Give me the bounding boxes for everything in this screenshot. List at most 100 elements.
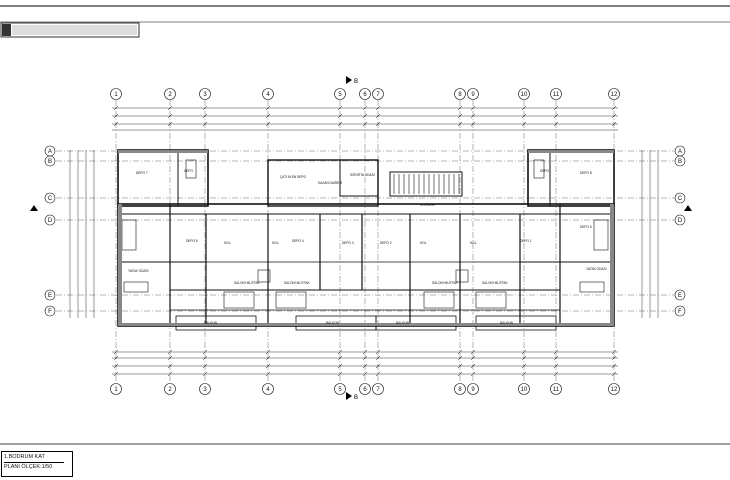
grid-bubble-row [674, 289, 686, 301]
dimension-tick [470, 113, 476, 119]
room-label-hol4: HOL [470, 241, 477, 245]
grid-bubble-col [608, 383, 620, 395]
dimension-tick [521, 113, 527, 119]
room-label-yatak1: YATAK ODASI [128, 269, 149, 273]
dimension-tick [362, 355, 368, 361]
room-label-salon2: SALON+MUTFAK [284, 281, 310, 285]
grid-bubble-row [44, 214, 56, 226]
grid-bubble-col-label: 1 [114, 92, 118, 98]
dimension-tick [337, 121, 343, 127]
dimension-tick [265, 349, 271, 355]
dimension-tick [457, 363, 463, 369]
grid-bubble-row [44, 289, 56, 301]
dimension-lines [69, 107, 659, 375]
sheet-frame [0, 5, 730, 445]
drawing-title-line2: PLANI ÖLÇEK:1/50 [4, 462, 64, 471]
dimension-tick [337, 113, 343, 119]
dimension-tick [167, 113, 173, 119]
dimension-tick [470, 371, 476, 377]
grid-bubble-col-label: 2 [168, 92, 172, 98]
room-label-depo-right: DEPO [540, 169, 550, 173]
grid-bubble-col-label: 6 [363, 387, 367, 393]
dimension-tick [521, 349, 527, 355]
dimension-tick [113, 355, 119, 361]
dimension-tick [167, 349, 173, 355]
grid-bubble-col-label: 12 [611, 92, 618, 98]
dimension-tick [202, 113, 208, 119]
grid-bubble-col-label: 9 [471, 387, 475, 393]
grid-bubble-col-label: 2 [168, 387, 172, 393]
room-label-balkon4: BALKON [500, 321, 514, 325]
dimension-tick [470, 363, 476, 369]
dimension-tick [337, 363, 343, 369]
grid-bubble-col-label: 9 [471, 92, 475, 98]
dimension-tick [337, 349, 343, 355]
vertical-grid-lines [115, 100, 615, 382]
room-label-depo7: DEPO 7 [136, 171, 148, 175]
grid-bubble-col-label: 12 [611, 387, 618, 393]
room-label-balkon2: BALKON [326, 321, 340, 325]
grid-bubble-col-label: 7 [376, 92, 380, 98]
room-label-balkon1: BALKON [204, 321, 218, 325]
elevation-marker-left [30, 205, 38, 211]
grid-bubble-col-label: 11 [553, 92, 560, 98]
dimension-tick [362, 349, 368, 355]
grid-bubble-col [454, 383, 466, 395]
dimension-tick [553, 371, 559, 377]
grid-bubble-col [467, 383, 479, 395]
dimension-tick [167, 355, 173, 361]
grid-bubble-col [262, 383, 274, 395]
room-label-yatak2: YATAK ODASI [586, 267, 607, 271]
dimension-tick [265, 371, 271, 377]
stair-treads [393, 174, 460, 194]
room-label-salon3: SALON+MUTFAK [432, 281, 458, 285]
dimension-tick [113, 349, 119, 355]
grid-bubble-row-label: A [48, 149, 52, 155]
revision-table [0, 22, 140, 38]
section-marker-bottom: B [354, 395, 358, 401]
room-label-koridor: KORİDOR [420, 202, 436, 207]
grid-bubble-col [518, 88, 530, 100]
dimension-tick [202, 355, 208, 361]
dimension-tick [167, 363, 173, 369]
dimension-tick [375, 113, 381, 119]
dimension-tick [457, 105, 463, 111]
drawing-title-block: 1.BODRUM KAT PLANI ÖLÇEK:1/50 [1, 451, 73, 477]
dimension-tick [470, 105, 476, 111]
dimension-tick [611, 113, 617, 119]
dimension-tick [611, 349, 617, 355]
dimension-tick [611, 105, 617, 111]
grid-bubble-col [334, 383, 346, 395]
grid-bubble-col-label: 4 [266, 387, 270, 393]
dimension-tick [457, 355, 463, 361]
dimension-tick [113, 371, 119, 377]
wall-hatch [118, 150, 614, 326]
grid-bubble-col [608, 88, 620, 100]
dimension-tick [521, 355, 527, 361]
room-label-balkon3: BALKON [396, 321, 410, 325]
dimension-tick [470, 355, 476, 361]
dimension-tick [362, 363, 368, 369]
room-label-depo-left: DEPO [184, 169, 194, 173]
grid-bubble-col [164, 88, 176, 100]
dimension-tick [457, 349, 463, 355]
grid-bubble-col-label: 11 [553, 387, 560, 393]
grid-bubble-col-label: 1 [114, 387, 118, 393]
grid-bubble-col [372, 383, 384, 395]
dimension-tick [521, 105, 527, 111]
grid-bubble-col-label: 5 [338, 92, 342, 98]
grid-bubble-col-label: 8 [458, 387, 462, 393]
dimension-tick [521, 121, 527, 127]
grid-bubble-col-label: 5 [338, 387, 342, 393]
dimension-tick [375, 371, 381, 377]
dimension-tick [337, 105, 343, 111]
dimension-tick [265, 363, 271, 369]
dimension-tick [265, 121, 271, 127]
grid-bubble-row-label: A [678, 149, 682, 155]
dimension-tick [553, 113, 559, 119]
room-label-sigorta: SIĞORTA ODASI [350, 172, 375, 177]
horizontal-grid-lines [56, 150, 674, 312]
grid-bubble-row-label: B [48, 159, 52, 165]
